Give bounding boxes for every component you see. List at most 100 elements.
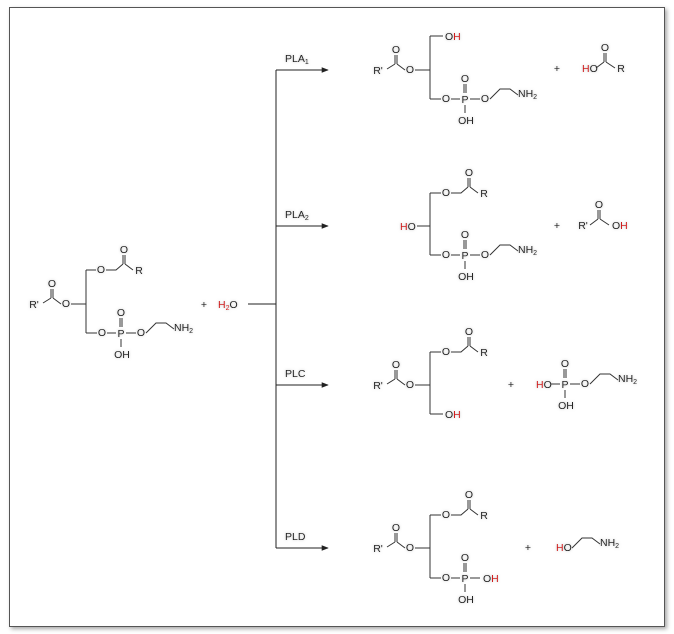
pld-sn2-ester-bond [396, 541, 406, 549]
pld-head-phosphoryl-oxygen: O [461, 552, 469, 564]
pld-head-phosphatidic-hydroxyl: OH [483, 573, 499, 585]
pla2-acid-bond [599, 218, 610, 226]
pld-sn1-ester-bond [451, 508, 469, 516]
pla2-lyso-hydroxyl: HO [400, 221, 416, 233]
pla2-head-phosphoryl-oxygen: O [461, 229, 469, 241]
pld-sn2-carbonyl-oxygen: O [392, 522, 400, 534]
pla1-acid-bond [595, 61, 605, 69]
plc-ethyl-chain [589, 373, 619, 385]
pla2-acid-carbonyl-oxygen: O [595, 199, 603, 211]
pla2-sn1-chain-bond [469, 186, 479, 194]
plc-sn1-chain-bond [469, 345, 479, 353]
plc-sn1-ester-oxygen: O [442, 346, 450, 358]
reactant-head-phosphorus: P [117, 328, 124, 340]
enzyme-label-pla1: PLA1 [285, 53, 309, 66]
pld-sn2-ester-oxygen: O [406, 542, 414, 554]
plc-phosphorus: P [561, 379, 568, 391]
pla1-acid-r-group: R [617, 63, 625, 75]
pld-head-phosphate-oxygen: O [442, 572, 450, 584]
diagram-frame [9, 7, 665, 627]
pla2-sn1-r-group: R [480, 188, 488, 200]
pld-plus: + [525, 542, 531, 554]
pla1-sn2-chain-bond [386, 63, 396, 70]
plc-plus: + [508, 379, 514, 391]
reactant-sn1-r-group: R [135, 265, 143, 277]
plc-sn1-carbonyl-oxygen: O [465, 326, 473, 338]
plc-sn2-ester-oxygen: O [406, 379, 414, 391]
water-molecule: H2O [218, 299, 238, 312]
reactant-sn2-chain-bond [42, 297, 52, 304]
reactant-head-phosphate-oxygen: O [98, 327, 106, 339]
reactant-sn2-r-prime-group: R' [29, 299, 39, 311]
pla2-head-phosphate-oxygen: O [442, 249, 450, 261]
plus-sign: + [201, 299, 207, 311]
reactant-head-p-hydroxyl: OH [114, 349, 130, 361]
pla1-head-ether-oxygen: O [481, 93, 489, 105]
pld-sn1-carbonyl-oxygen: O [465, 489, 473, 501]
reactant-sn1-ester-oxygen: O [97, 264, 105, 276]
reactant-head-ethyl-chain [145, 322, 175, 334]
plc-amine: NH2 [618, 373, 637, 386]
pld-ethanolamine-hydroxyl: HO [556, 542, 572, 554]
pld-head-phosphorus: P [461, 573, 468, 585]
plc-phosphoryl-oxygen: O [561, 358, 569, 370]
enzyme-label-plc: PLC [285, 368, 306, 380]
reactant-sn1-carbonyl-oxygen: O [120, 244, 128, 256]
plc-sn2-carbonyl-oxygen: O [392, 359, 400, 371]
reactant-head-amine: NH2 [174, 322, 193, 335]
plc-phospho-hydroxyl: HO [536, 379, 552, 391]
pld-sn1-ester-oxygen: O [442, 509, 450, 521]
pla2-head-amine: NH2 [518, 244, 537, 257]
plc-sn2-r-prime-group: R' [373, 380, 383, 392]
reactant-sn1-ester-bond [106, 263, 124, 271]
pla1-head-ethyl-chain [489, 88, 519, 100]
pla1-sn2-ester-bond [396, 63, 406, 71]
reactant-sn1-chain-bond [124, 263, 134, 271]
pla1-head-p-hydroxyl: OH [458, 115, 474, 127]
pla2-acid-r-prime: R' [578, 220, 588, 232]
pla2-acid-chain [589, 218, 599, 226]
reactant-sn2-carbonyl-oxygen: O [48, 278, 56, 290]
pld-ethyl-chain [571, 537, 601, 549]
reactant-sn2-ester-bond [52, 297, 62, 305]
reactant-sn2-ester-oxygen: O [62, 298, 70, 310]
pla1-sn2-r-prime-group: R' [373, 65, 383, 77]
pla1-sn2-carbonyl-oxygen: O [392, 44, 400, 56]
pld-sn1-r-group: R [480, 510, 488, 522]
pla2-head-ether-oxygen: O [481, 249, 489, 261]
plc-sn2-chain-bond [386, 378, 396, 385]
plc-sn1-r-group: R [480, 347, 488, 359]
pla1-sn2-ester-oxygen: O [406, 64, 414, 76]
reactant-head-phosphoryl-oxygen: O [117, 307, 125, 319]
pla1-acid-carbonyl-oxygen: O [601, 42, 609, 54]
pld-amine: NH2 [600, 537, 619, 550]
plc-ether-oxygen: O [581, 378, 589, 390]
enzyme-label-pla2: PLA2 [285, 209, 309, 222]
plc-p-hydroxyl: OH [558, 400, 574, 412]
pla2-acid-hydroxyl: OH [612, 220, 628, 232]
pla2-sn1-ester-oxygen: O [442, 187, 450, 199]
pla1-plus: + [554, 63, 560, 75]
reactant-head-ether-oxygen: O [137, 327, 145, 339]
plc-sn1-ester-bond [451, 345, 469, 353]
pla1-head-phosphoryl-oxygen: O [461, 73, 469, 85]
pla1-head-phosphorus: P [461, 94, 468, 106]
pla1-head-amine: NH2 [518, 88, 537, 101]
pla1-head-phosphate-oxygen: O [442, 93, 450, 105]
pla2-sn1-carbonyl-oxygen: O [465, 167, 473, 179]
pla2-plus: + [554, 220, 560, 232]
pld-sn1-chain-bond [469, 508, 479, 516]
plc-sn2-ester-bond [396, 378, 406, 386]
pla1-acid-chain [605, 61, 616, 69]
pla2-sn1-ester-bond [451, 186, 469, 194]
pla2-head-phosphorus: P [461, 250, 468, 262]
enzyme-label-pld: PLD [285, 531, 306, 543]
pld-sn2-chain-bond [386, 541, 396, 548]
pla2-head-ethyl-chain [489, 244, 519, 256]
pla2-head-p-hydroxyl: OH [458, 271, 474, 283]
pld-sn2-r-prime-group: R' [373, 543, 383, 555]
pla1-acid-hydroxyl: HO [582, 63, 598, 75]
pla1-lyso-hydroxyl: OH [445, 31, 461, 43]
pld-head-p-hydroxyl: OH [458, 594, 474, 606]
